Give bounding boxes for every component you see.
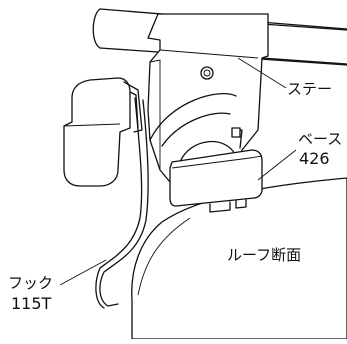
clamp-block-face (63, 98, 121, 127)
clamp-block (63, 77, 131, 187)
stay-inner-fold (149, 49, 259, 170)
base-number-label: 426 (299, 149, 330, 168)
leader-base (257, 149, 297, 181)
roof-section-outline (131, 177, 347, 340)
hook-label: フック (8, 274, 54, 292)
roof-section-label: ルーフ断面 (227, 246, 302, 264)
hook-strap-outer (99, 99, 149, 307)
stay-curve (149, 93, 237, 147)
hook-strap-inner (95, 97, 143, 309)
stay-bolt-inner (203, 69, 211, 77)
crossbar-right-tube (261, 23, 347, 65)
stay-tab (231, 127, 241, 138)
base-bottom-notch (209, 199, 247, 213)
base-pad (169, 149, 263, 207)
crossbar-end-cap (92, 8, 101, 49)
stay-label: ステー (287, 80, 333, 98)
roof-edge-line (137, 217, 191, 296)
hook-number-label: 115T (11, 294, 52, 313)
leader-hook (59, 259, 107, 286)
base-label: ベース (298, 130, 343, 148)
leader-stay (237, 57, 287, 89)
stay-bolt-outer (200, 66, 214, 80)
base-top-face (171, 155, 263, 169)
